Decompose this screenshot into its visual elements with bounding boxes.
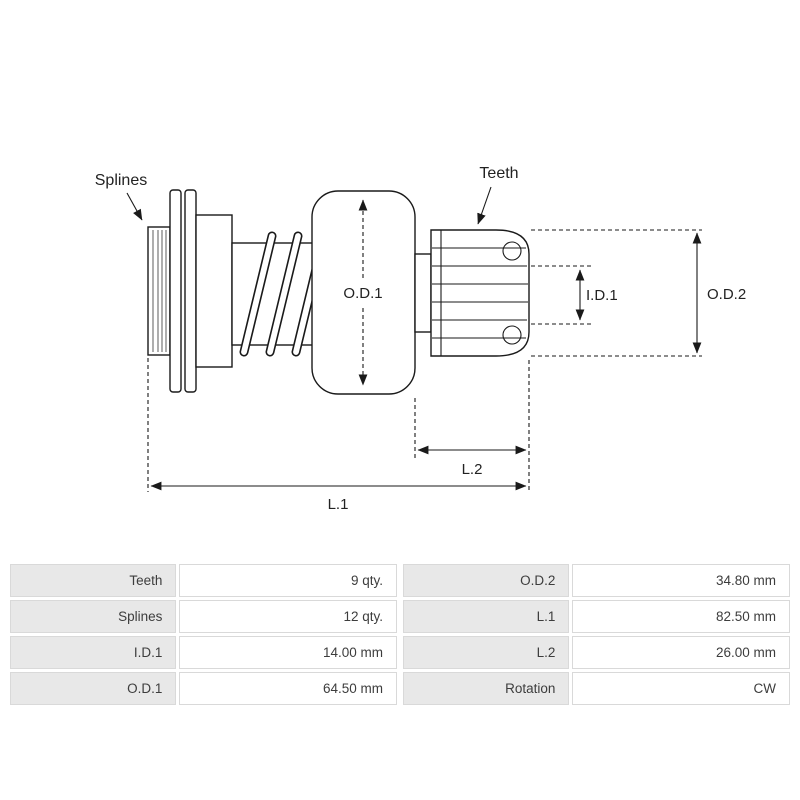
id1-label: I.D.1 — [586, 287, 618, 304]
spec-value-od2: 34.80 mm — [572, 564, 790, 597]
spec-value-l1: 82.50 mm — [572, 600, 790, 633]
spec-label-od2: O.D.2 — [403, 564, 570, 597]
spec-table-left: Teeth 9 qty. Splines 12 qty. I.D.1 14.00… — [10, 564, 397, 705]
gear-chamfer-top — [502, 241, 522, 261]
spec-value-id1: 14.00 mm — [179, 636, 397, 669]
dimension-od1: O.D.1 — [343, 199, 383, 386]
spec-value-teeth: 9 qty. — [179, 564, 397, 597]
spec-value-od1: 64.50 mm — [179, 672, 397, 705]
spline-shaft — [147, 226, 171, 356]
spec-label-l1: L.1 — [403, 600, 570, 633]
teeth-callout: Teeth — [477, 165, 519, 225]
technical-drawing: O.D.1 I.D.1 O.D.2 L.2 — [95, 165, 746, 513]
spec-table: Teeth 9 qty. Splines 12 qty. I.D.1 14.00… — [10, 564, 790, 705]
spec-label-od1: O.D.1 — [10, 672, 177, 705]
spec-value-rotation: CW — [572, 672, 790, 705]
gear-chamfer-bottom — [502, 325, 522, 345]
spec-label-splines: Splines — [10, 600, 177, 633]
splines-label: Splines — [95, 172, 147, 189]
spec-label-rotation: Rotation — [403, 672, 570, 705]
gear-teeth-lines — [432, 247, 528, 339]
spec-label-l2: L.2 — [403, 636, 570, 669]
spec-label-id1: I.D.1 — [10, 636, 177, 669]
dimension-id1: I.D.1 — [531, 265, 618, 325]
spec-label-teeth: Teeth — [10, 564, 177, 597]
spec-value-splines: 12 qty. — [179, 600, 397, 633]
l2-label: L.2 — [462, 461, 483, 478]
spec-value-l2: 26.00 mm — [572, 636, 790, 669]
pinion-gear — [430, 229, 530, 357]
l1-label: L.1 — [328, 496, 349, 513]
starter-drive-diagram: O.D.1 I.D.1 O.D.2 L.2 — [95, 165, 746, 513]
teeth-label: Teeth — [479, 165, 518, 182]
splines-callout: Splines — [95, 172, 147, 221]
dimension-l1: L.1 — [147, 358, 527, 513]
dimension-l2: L.2 — [414, 360, 530, 492]
neck — [414, 253, 432, 333]
od1-label: O.D.1 — [343, 285, 382, 302]
flange-discs — [169, 189, 233, 393]
dimension-od2: O.D.2 — [531, 229, 746, 357]
spec-table-right: O.D.2 34.80 mm L.1 82.50 mm L.2 26.00 mm… — [403, 564, 790, 705]
od2-label: O.D.2 — [707, 286, 746, 303]
